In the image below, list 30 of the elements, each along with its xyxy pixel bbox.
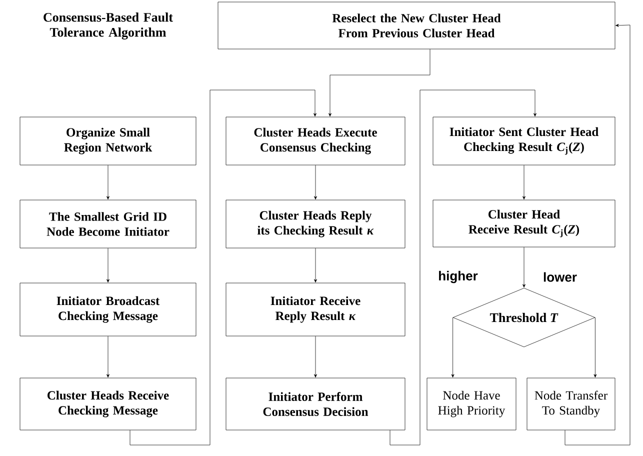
arrow [106, 165, 110, 200]
arrow [390, 90, 536, 446]
process-box: Initiator Receive Reply Result κ [226, 282, 406, 336]
branch-label: higher [439, 270, 478, 284]
arrow [522, 247, 526, 288]
process-box: Initiator Perform Consensus Decision [226, 378, 406, 430]
arrow [106, 248, 110, 282]
arrow [314, 165, 317, 200]
arrow [564, 24, 630, 446]
arrow [328, 49, 430, 116]
arrow [451, 317, 454, 378]
arrow [522, 165, 526, 200]
process-box: Initiator Broadcast Checking Message [20, 282, 196, 336]
process-box: Cluster Head Receive Result C$_{j}$(Z) [432, 200, 616, 248]
process-box: Cluster Heads Reply its Checking Result κ [226, 200, 406, 248]
arrow [594, 317, 597, 378]
title: Consensus-Based Fault Tolerance Algorithm [44, 12, 173, 40]
branch-label: lower [544, 272, 577, 282]
process-box: Organize Small Region Network [20, 116, 196, 166]
arrow [106, 336, 110, 378]
process-box: Cluster Heads Execute Consensus Checking [226, 116, 406, 166]
arrow [314, 248, 317, 282]
outcome-box: Node Have High Priority [426, 378, 516, 430]
process-box: Initiator Sent Cluster Head Checking Result C$_{j}$(Z) [432, 116, 616, 166]
arrow [314, 336, 317, 378]
outcome-box: Node Transfer To Standby [526, 378, 616, 430]
process-box: The Smallest Grid ID Node Become Initiator [20, 200, 196, 248]
process-box: Reselect the New Cluster Head From Previous Cluster Head [218, 2, 616, 50]
arrow [130, 90, 316, 446]
process-box: Cluster Heads Receive Checking Message [20, 378, 196, 430]
